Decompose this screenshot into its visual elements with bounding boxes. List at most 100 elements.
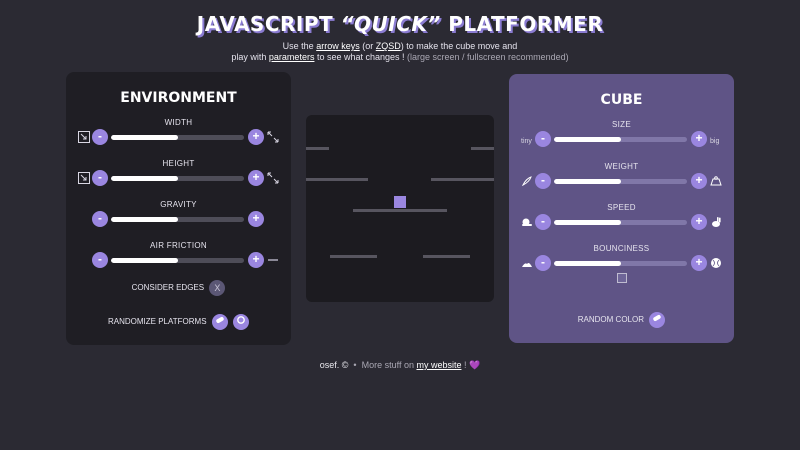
param-label: SPEED xyxy=(607,203,636,212)
instructions-text: Use the xyxy=(282,41,317,51)
expand-icon xyxy=(267,131,279,143)
heart-icon: 💜 xyxy=(469,360,481,370)
title-part: PLATFORMER xyxy=(440,12,604,36)
tiny-icon-alt: tiny xyxy=(521,138,532,145)
param-height: HEIGHT - + xyxy=(66,159,291,199)
height-decrease-button[interactable]: - xyxy=(92,170,108,186)
height-increase-button[interactable]: + xyxy=(248,170,264,186)
param-air-friction: AIR FRICTION - + xyxy=(66,241,291,281)
consider-edges-toggle[interactable]: X xyxy=(209,280,226,296)
parameters-link[interactable]: parameters xyxy=(268,52,315,62)
separator: • xyxy=(353,360,357,370)
bounciness-decrease-button[interactable]: - xyxy=(535,255,551,271)
air-friction-slider[interactable] xyxy=(111,258,244,263)
slider-fill xyxy=(111,258,178,263)
speed-increase-button[interactable]: + xyxy=(691,214,707,230)
sand-icon xyxy=(521,257,533,269)
feather-icon xyxy=(521,175,533,187)
gravity-increase-button[interactable]: + xyxy=(248,211,264,227)
width-increase-button[interactable]: + xyxy=(248,129,264,145)
slider-fill xyxy=(554,220,621,225)
param-label: WEIGHT xyxy=(604,162,639,171)
header: JAVASCRIPT “QUICK” PLATFORMER Use the ar… xyxy=(0,12,800,63)
slider-fill xyxy=(554,137,621,142)
zqsd-link[interactable]: ZQSD xyxy=(375,41,401,51)
platform xyxy=(306,147,329,150)
game-canvas[interactable] xyxy=(306,115,494,302)
consider-edges-row: CONSIDER EDGES X xyxy=(66,280,291,296)
instructions-text: (or xyxy=(359,41,376,51)
weight-decrease-button[interactable]: - xyxy=(535,173,551,189)
param-label: HEIGHT xyxy=(162,159,195,168)
size-decrease-button[interactable]: - xyxy=(535,131,551,147)
param-label: WIDTH xyxy=(164,118,193,127)
player-cube xyxy=(394,196,406,208)
expand-icon xyxy=(267,172,279,184)
slider-fill xyxy=(111,135,178,140)
param-label: GRAVITY xyxy=(160,200,197,209)
bounciness-slider[interactable] xyxy=(554,261,687,266)
height-slider[interactable] xyxy=(111,176,244,181)
consider-edges-label: CONSIDER EDGES xyxy=(131,283,205,293)
random-color-label: RANDOM COLOR xyxy=(577,315,644,325)
instructions-text: play with xyxy=(231,52,269,62)
title-emphasis: “QUICK” xyxy=(340,12,441,36)
air-friction-increase-button[interactable]: + xyxy=(248,252,264,268)
platform xyxy=(330,255,377,258)
shrink-icon xyxy=(78,131,90,143)
weight-increase-button[interactable]: + xyxy=(691,173,707,189)
big-icon: big xyxy=(710,133,724,145)
size-slider[interactable] xyxy=(554,137,687,142)
reset-platforms-button[interactable] xyxy=(233,314,249,330)
slider-fill xyxy=(554,261,621,266)
param-size: SIZE tiny - + big xyxy=(509,120,734,160)
air-friction-decrease-button[interactable]: - xyxy=(92,252,108,268)
param-speed: SPEED - + xyxy=(509,203,734,243)
platform xyxy=(353,209,447,212)
weight-slider[interactable] xyxy=(554,179,687,184)
cube-title: CUBE xyxy=(600,92,643,108)
width-decrease-button[interactable]: - xyxy=(92,129,108,145)
dice-icon xyxy=(653,315,661,321)
param-bounciness: BOUNCINESS - + xyxy=(509,244,734,284)
big-icon-alt: big xyxy=(710,138,720,145)
randomize-platforms-label: RANDOMIZE PLATFORMS xyxy=(108,317,207,327)
page-title: JAVASCRIPT “QUICK” PLATFORMER xyxy=(0,12,800,36)
slider-fill xyxy=(111,217,178,222)
param-width: WIDTH - + xyxy=(66,118,291,158)
refresh-icon xyxy=(237,316,245,324)
speed-decrease-button[interactable]: - xyxy=(535,214,551,230)
randomize-row: RANDOMIZE PLATFORMS xyxy=(66,314,291,330)
recommendation-text: (large screen / fullscreen recommended) xyxy=(407,52,569,62)
environment-panel: ENVIRONMENT WIDTH - + HEIGHT - + xyxy=(66,72,291,345)
param-weight: WEIGHT - + xyxy=(509,162,734,202)
slider-fill xyxy=(111,176,178,181)
random-color-button[interactable] xyxy=(649,312,666,328)
randomize-platforms-button[interactable] xyxy=(211,314,228,330)
param-label: SIZE xyxy=(612,120,631,129)
title-part: JAVASCRIPT xyxy=(196,12,341,36)
instructions-text: ) to make the cube move and xyxy=(400,41,518,51)
footer: osef. © • More stuff on my website ! 💜 xyxy=(0,360,800,371)
width-slider[interactable] xyxy=(111,135,244,140)
footer-bang: ! xyxy=(461,360,467,370)
param-gravity: GRAVITY - + xyxy=(66,200,291,240)
platform xyxy=(306,178,368,181)
website-link[interactable]: my website xyxy=(416,360,462,370)
arrow-keys-link[interactable]: arrow keys xyxy=(316,41,360,51)
size-increase-button[interactable]: + xyxy=(691,131,707,147)
rabbit-icon xyxy=(710,216,722,228)
tiny-icon: tiny xyxy=(521,133,535,145)
environment-title: ENVIRONMENT xyxy=(120,90,237,106)
speed-slider[interactable] xyxy=(554,220,687,225)
instructions-text: to see what changes ! xyxy=(314,52,408,62)
cube-panel: CUBE SIZE tiny - + big WEIGHT - + SPEED xyxy=(509,74,734,343)
bounciness-increase-button[interactable]: + xyxy=(691,255,707,271)
param-label: AIR FRICTION xyxy=(150,241,207,250)
ball-icon xyxy=(710,257,722,269)
dice-icon xyxy=(216,317,224,323)
gravity-slider[interactable] xyxy=(111,217,244,222)
instructions: Use the arrow keys (or ZQSD) to make the… xyxy=(0,41,800,63)
snail-icon xyxy=(521,216,533,228)
gravity-decrease-button[interactable]: - xyxy=(92,211,108,227)
